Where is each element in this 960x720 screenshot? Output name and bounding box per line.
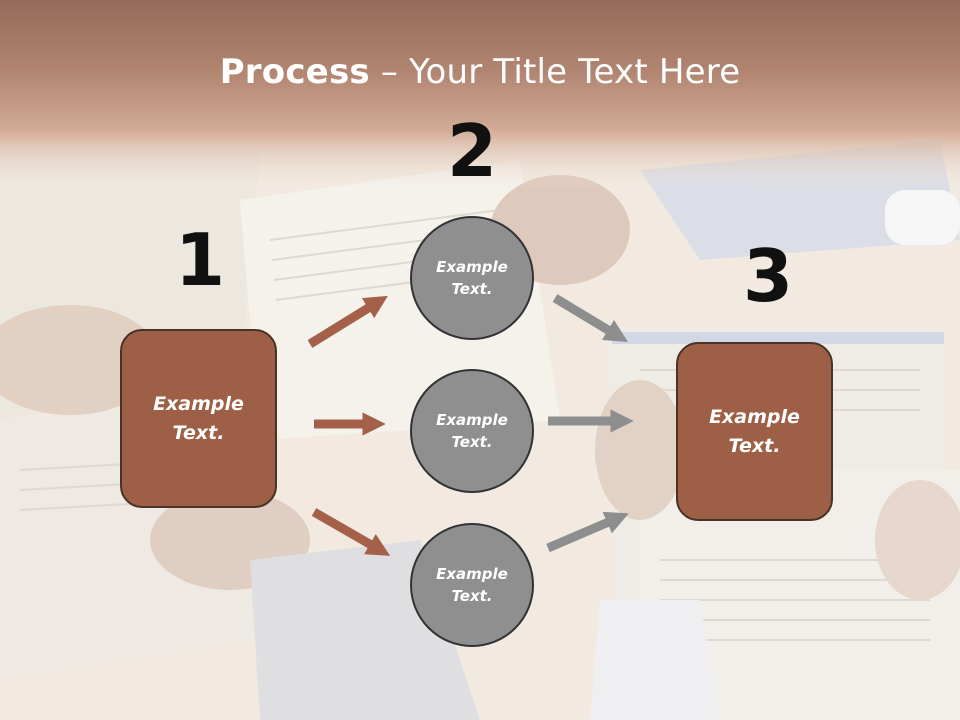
arrow-1-to-node-bottom: [311, 508, 391, 556]
step-1-line1: Example: [153, 393, 244, 415]
arrow-node-top-to-3: [552, 294, 629, 343]
title-bold: Process: [219, 52, 370, 92]
step-number-2: 2: [446, 109, 498, 193]
step-3-line1: Example: [709, 406, 800, 428]
node-bottom-line1: Example: [436, 564, 508, 583]
node-middle-line1: Example: [436, 410, 508, 429]
step-number-1: 1: [174, 218, 226, 302]
arrow-1-to-node-top: [307, 295, 388, 348]
node-top-line2: Text.: [451, 280, 493, 298]
step-2-node-bottom: Example Text.: [410, 523, 534, 647]
title-rest: – Your Title Text Here: [369, 52, 741, 92]
node-top-line1: Example: [436, 257, 508, 276]
node-middle-line2: Text.: [451, 433, 493, 451]
arrow-node-bottom-to-3: [546, 511, 629, 553]
step-1-box: Example Text.: [120, 329, 277, 508]
slide-title: Process – Your Title Text Here: [0, 52, 960, 92]
node-bottom-line2: Text.: [451, 587, 493, 605]
step-3-line2: Text.: [728, 434, 781, 457]
step-2-node-middle: Example Text.: [410, 369, 534, 493]
step-3-box: Example Text.: [676, 342, 833, 521]
step-2-node-top: Example Text.: [410, 216, 534, 340]
step-number-3: 3: [742, 234, 794, 318]
step-1-line2: Text.: [172, 421, 225, 444]
